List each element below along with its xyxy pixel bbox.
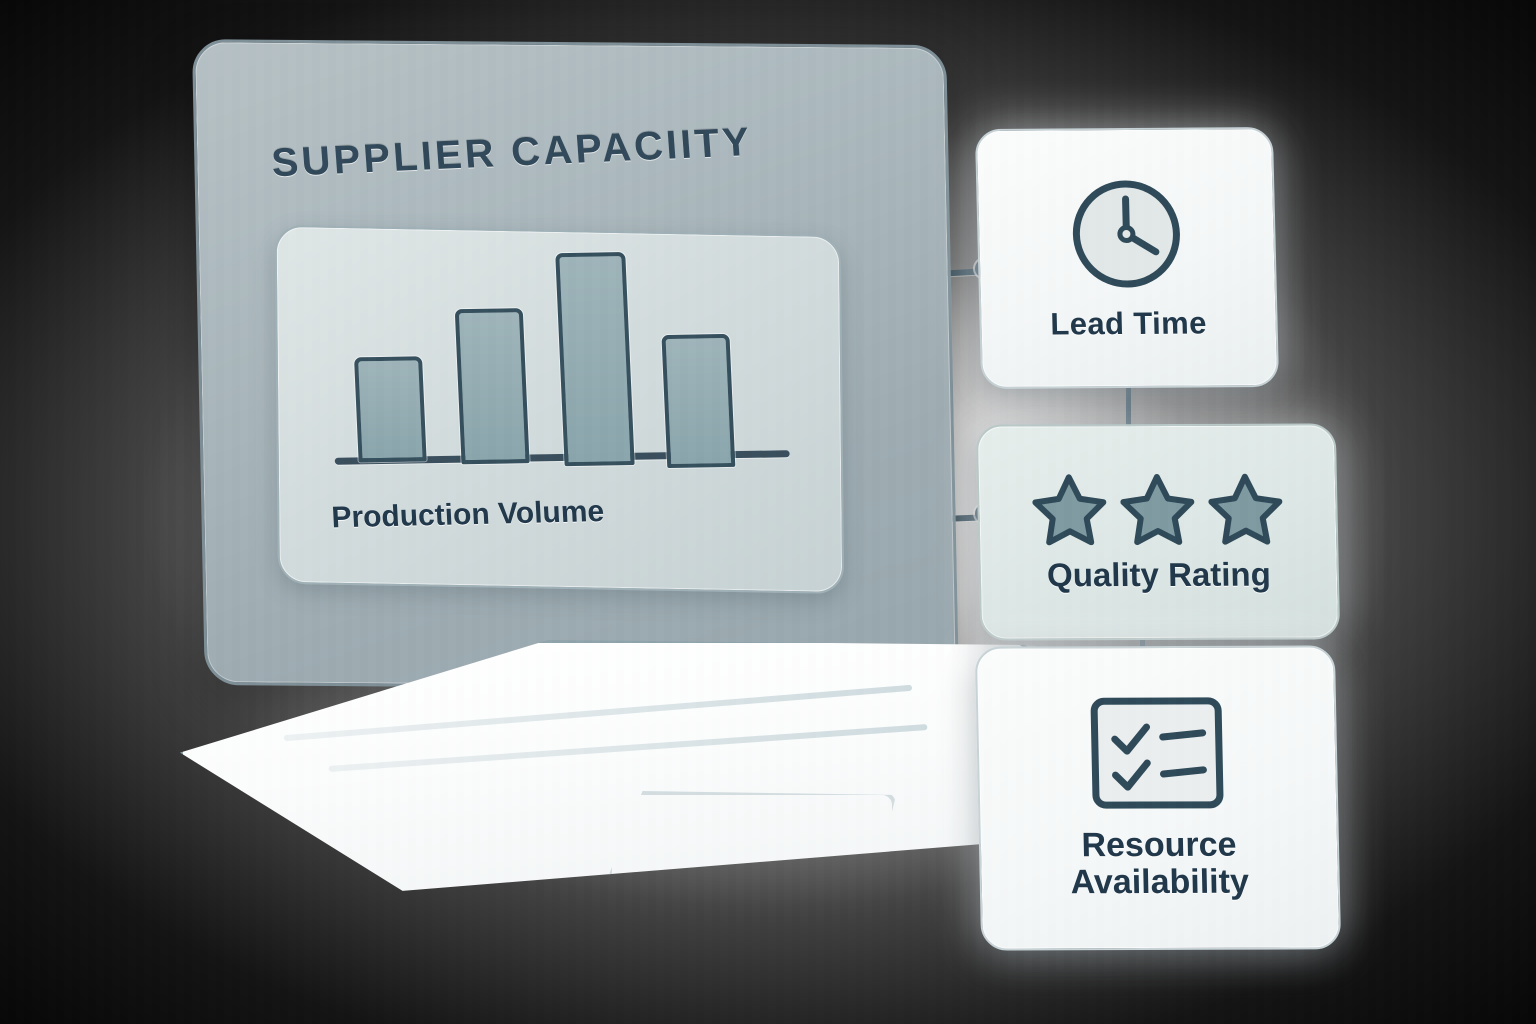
laptop-trackpad[interactable]	[608, 791, 896, 891]
bar-chart-icon	[325, 252, 797, 488]
chart-bar	[661, 333, 736, 469]
page-title: SUPPLIER CAPACIITY	[270, 119, 754, 186]
chart-bar	[454, 308, 530, 465]
card-lead-time[interactable]: Lead Time	[974, 126, 1280, 390]
production-volume-card[interactable]: Production Volume	[274, 224, 845, 595]
chart-bar	[354, 356, 427, 463]
card-label-line2: Availability	[1070, 862, 1250, 902]
card-label-quality-rating: Quality Rating	[1046, 555, 1272, 594]
card-label-line1: Resource	[1081, 826, 1237, 865]
star-icon	[1120, 474, 1195, 546]
star-icon	[1208, 473, 1283, 545]
chart-bar	[555, 252, 635, 467]
chart-caption: Production Volume	[330, 494, 605, 535]
card-label-lead-time: Lead Time	[1049, 305, 1208, 342]
star-rating	[1032, 471, 1284, 546]
laptop-keyboard-deck	[180, 640, 1036, 891]
star-icon	[1032, 474, 1107, 546]
keyboard-line	[328, 724, 928, 772]
checklist-icon	[1090, 697, 1224, 809]
clock-icon	[1072, 180, 1180, 288]
card-quality-rating[interactable]: Quality Rating	[975, 423, 1341, 641]
connector-lead-to-quality	[1126, 380, 1131, 430]
laptop-base	[180, 640, 1036, 970]
card-label-resource-availability: Resource Availability	[1069, 826, 1250, 902]
card-resource-availability[interactable]: Resource Availability	[974, 645, 1342, 951]
laptop-screen: SUPPLIER CAPACIITY Production Volume	[191, 39, 960, 691]
connector-quality-to-resource	[1140, 630, 1145, 656]
